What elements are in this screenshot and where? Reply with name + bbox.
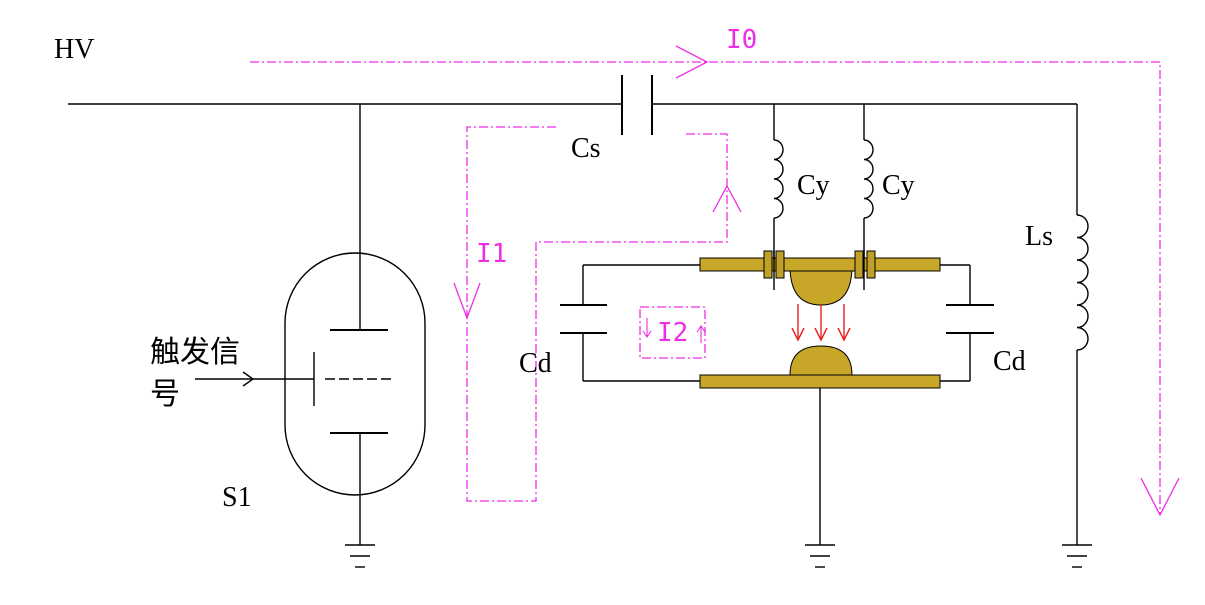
current-path-i0 [250,45,1180,517]
ground-symbol-electrode [805,544,835,568]
label-s1: S1 [222,482,252,513]
label-cy-left: Cy [797,170,830,201]
switch-s1 [195,252,426,496]
label-trigger-signal-line2: 号 [150,377,180,412]
current-path-i1 [453,126,742,502]
label-ls: Ls [1025,221,1053,252]
label-current-i0: I0 [726,25,757,55]
label-trigger-signal-line1: 触发信 [150,335,240,370]
inductor-ls [1076,214,1089,351]
capacitor-cd-right [946,304,994,334]
label-current-i1: I1 [476,239,507,269]
lower-electrode [699,345,941,389]
wiring [68,103,1078,545]
upper-electrode [699,250,941,306]
spark-arrows [791,304,851,342]
label-cd-left: Cd [519,348,552,379]
current-path-i2 [639,306,706,359]
ground-symbol-s1 [345,544,375,568]
label-cs: Cs [571,133,601,164]
label-cd-right: Cd [993,346,1026,377]
label-cy-right: Cy [882,170,915,201]
capacitor-cd-left [560,304,607,334]
inductor-cy-left [773,139,784,219]
inductor-cy-right [863,139,874,219]
label-current-i2: I2 [657,318,688,348]
ground-symbol-ls [1062,544,1092,568]
capacitor-cs [621,75,653,135]
label-hv: HV [54,34,94,65]
